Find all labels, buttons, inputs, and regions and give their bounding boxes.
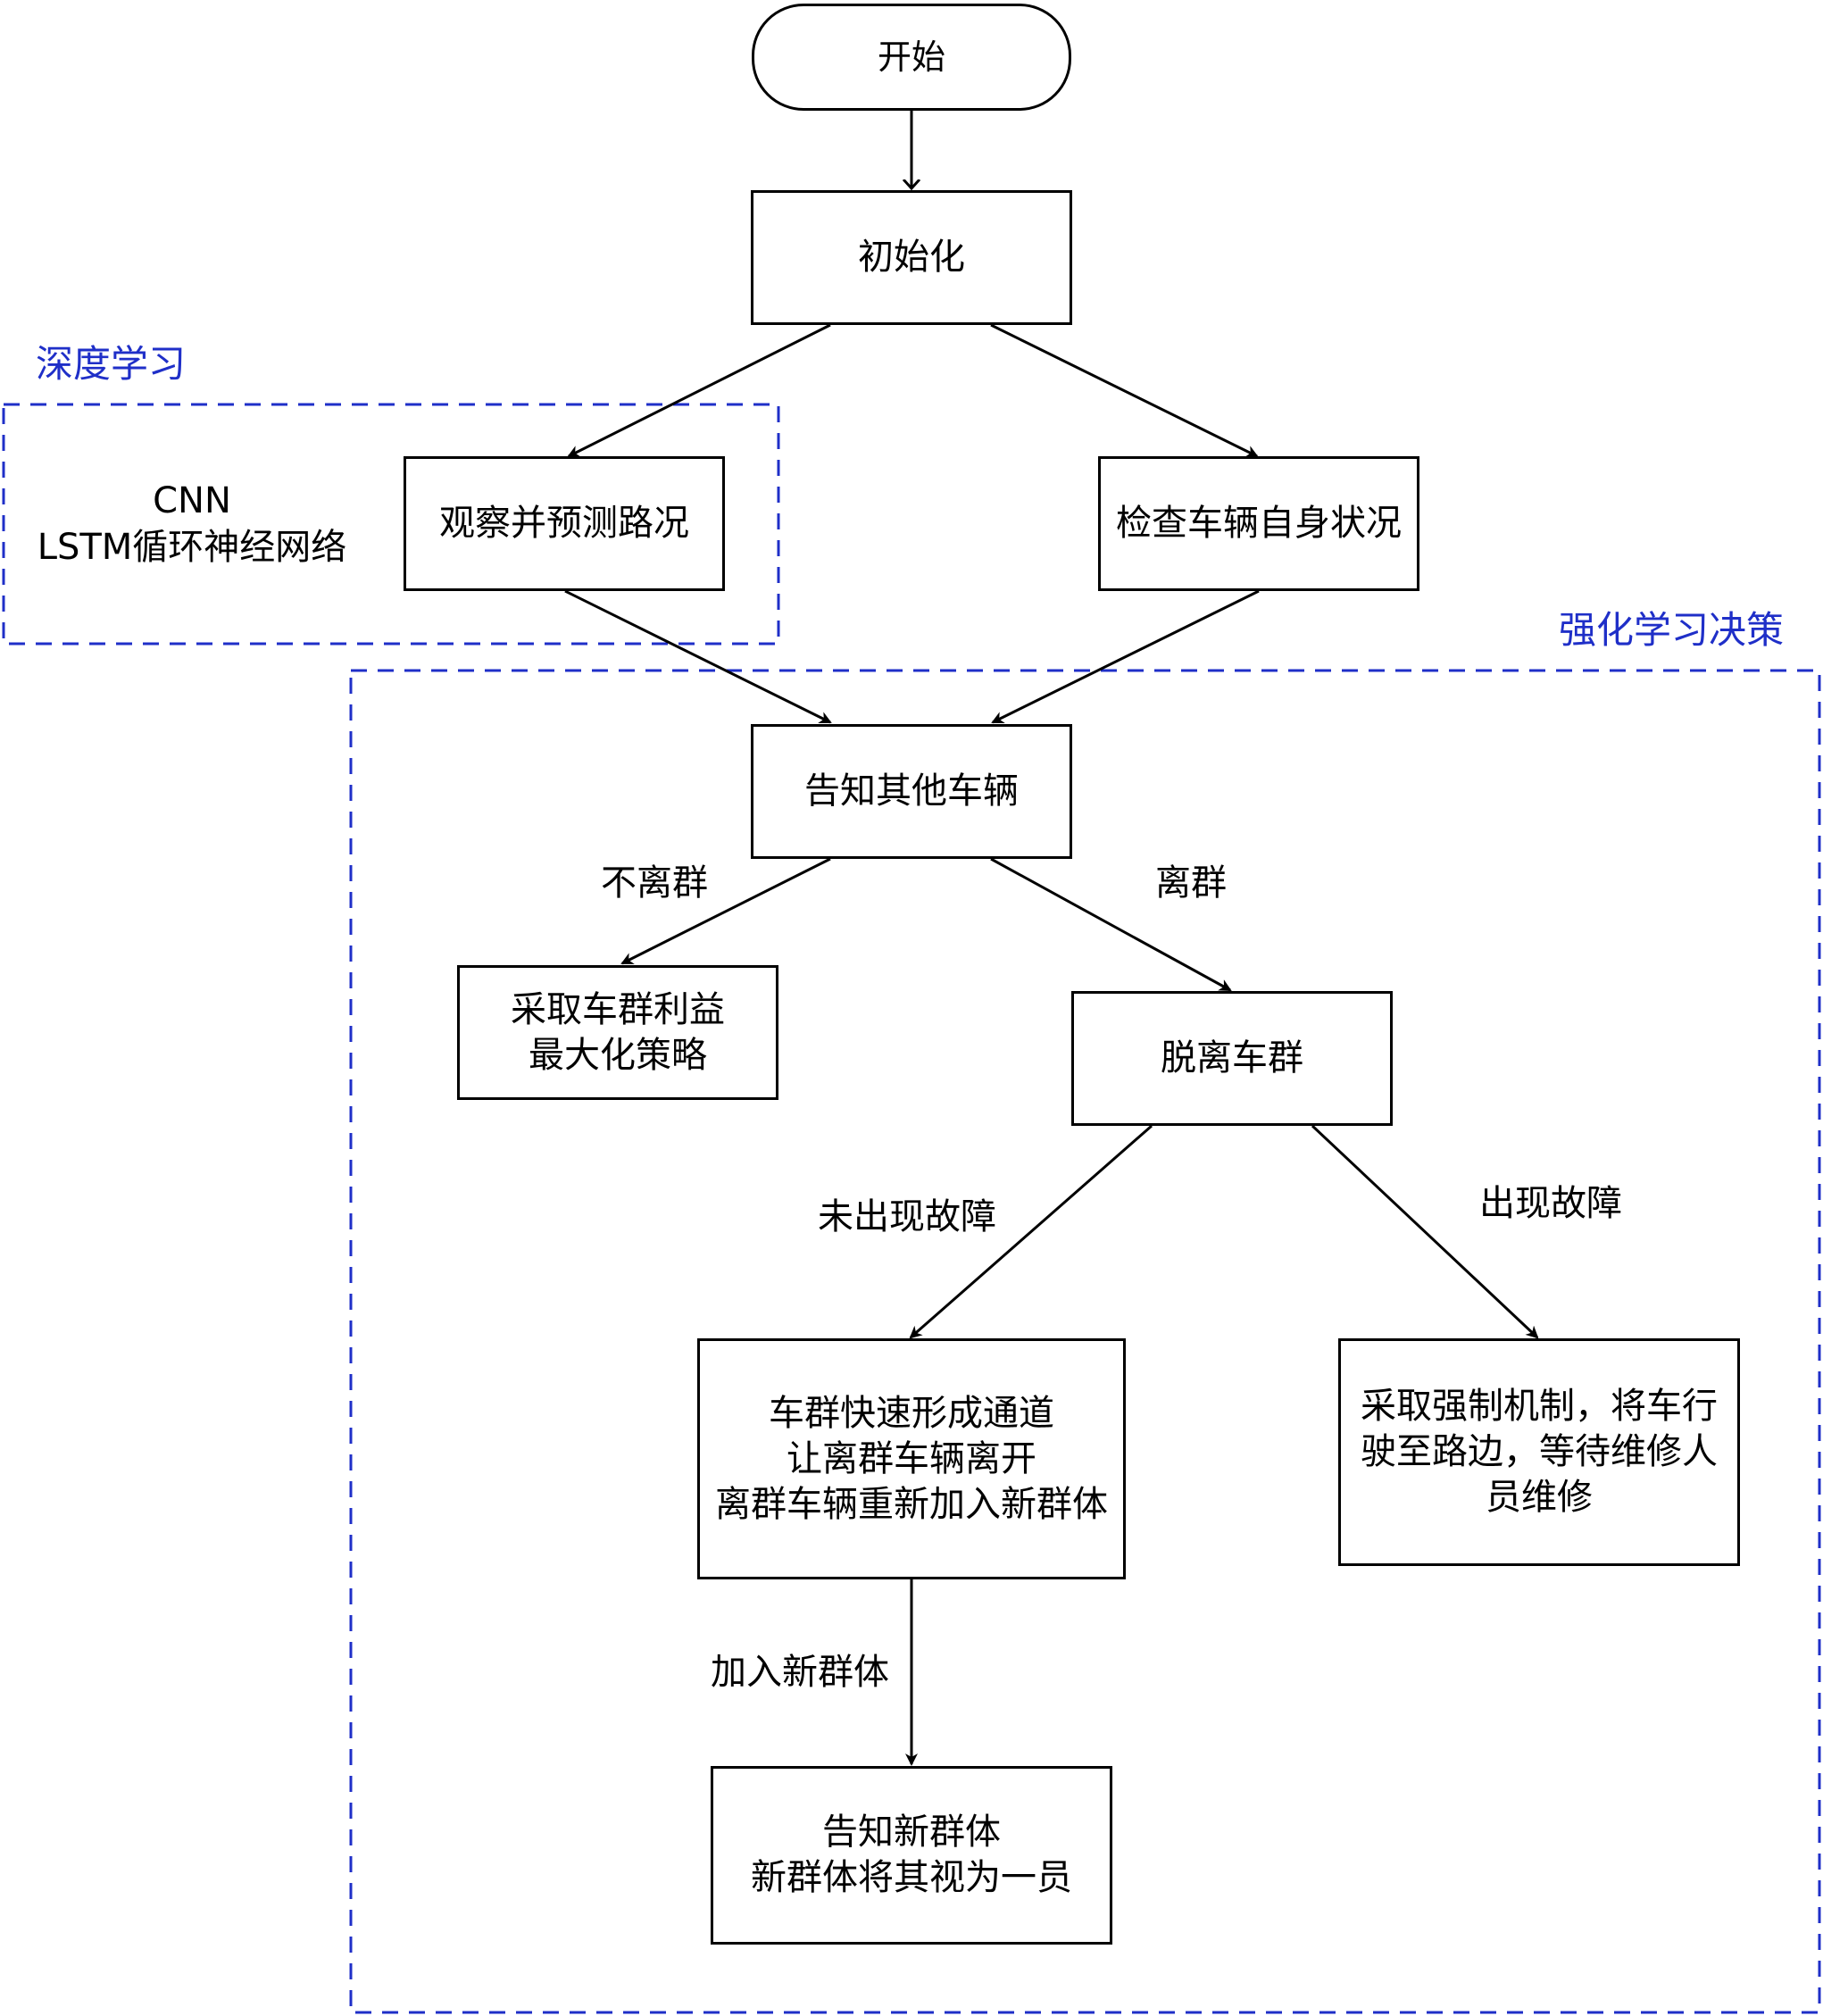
edge-observe-notify bbox=[564, 589, 832, 724]
edge-label-not-leave: 不离群 bbox=[601, 862, 708, 904]
edge-notify-platoon bbox=[620, 857, 831, 965]
rl-decision-region bbox=[349, 669, 1821, 2014]
edge-label-no-fault: 未出现故障 bbox=[818, 1196, 996, 1237]
notify-node: 告知其他车辆 bbox=[751, 724, 1072, 859]
edge-check-notify bbox=[991, 589, 1260, 724]
edge-label-fault: 出现故障 bbox=[1479, 1183, 1622, 1224]
edge-label-leave: 离群 bbox=[1155, 862, 1227, 904]
init-node: 初始化 bbox=[751, 190, 1072, 325]
force-stop-node: 采取强制机制，将车行 驶至路边，等待维修人 员维修 bbox=[1338, 1338, 1740, 1566]
edge-leave-forcestop bbox=[1311, 1124, 1539, 1339]
check-node: 检查车辆自身状况 bbox=[1098, 456, 1419, 591]
edge-init-observe bbox=[567, 323, 831, 458]
deep-learning-methods: CNN LSTM循环神经网络 bbox=[37, 480, 347, 568]
join-new-node: 告知新群体 新群体将其视为一员 bbox=[711, 1766, 1112, 1945]
form-lane-node: 车群快速形成通道 让离群车辆离开 离群车辆重新加入新群体 bbox=[697, 1338, 1126, 1579]
start-node: 开始 bbox=[752, 4, 1071, 111]
edge-init-check bbox=[990, 323, 1259, 458]
edge-leave-formlane bbox=[909, 1124, 1153, 1339]
platoon-strategy-node: 采取车群利益 最大化策略 bbox=[457, 965, 778, 1100]
leave-node: 脱离车群 bbox=[1071, 991, 1393, 1126]
observe-node: 观察并预测路况 bbox=[404, 456, 725, 591]
deep-learning-title: 深度学习 bbox=[36, 342, 187, 386]
deep-learning-region bbox=[2, 403, 780, 646]
edge-notify-leave bbox=[990, 857, 1232, 992]
edge-label-join-new-group: 加入新群体 bbox=[711, 1652, 889, 1693]
rl-decision-title: 强化学习决策 bbox=[1559, 608, 1785, 652]
